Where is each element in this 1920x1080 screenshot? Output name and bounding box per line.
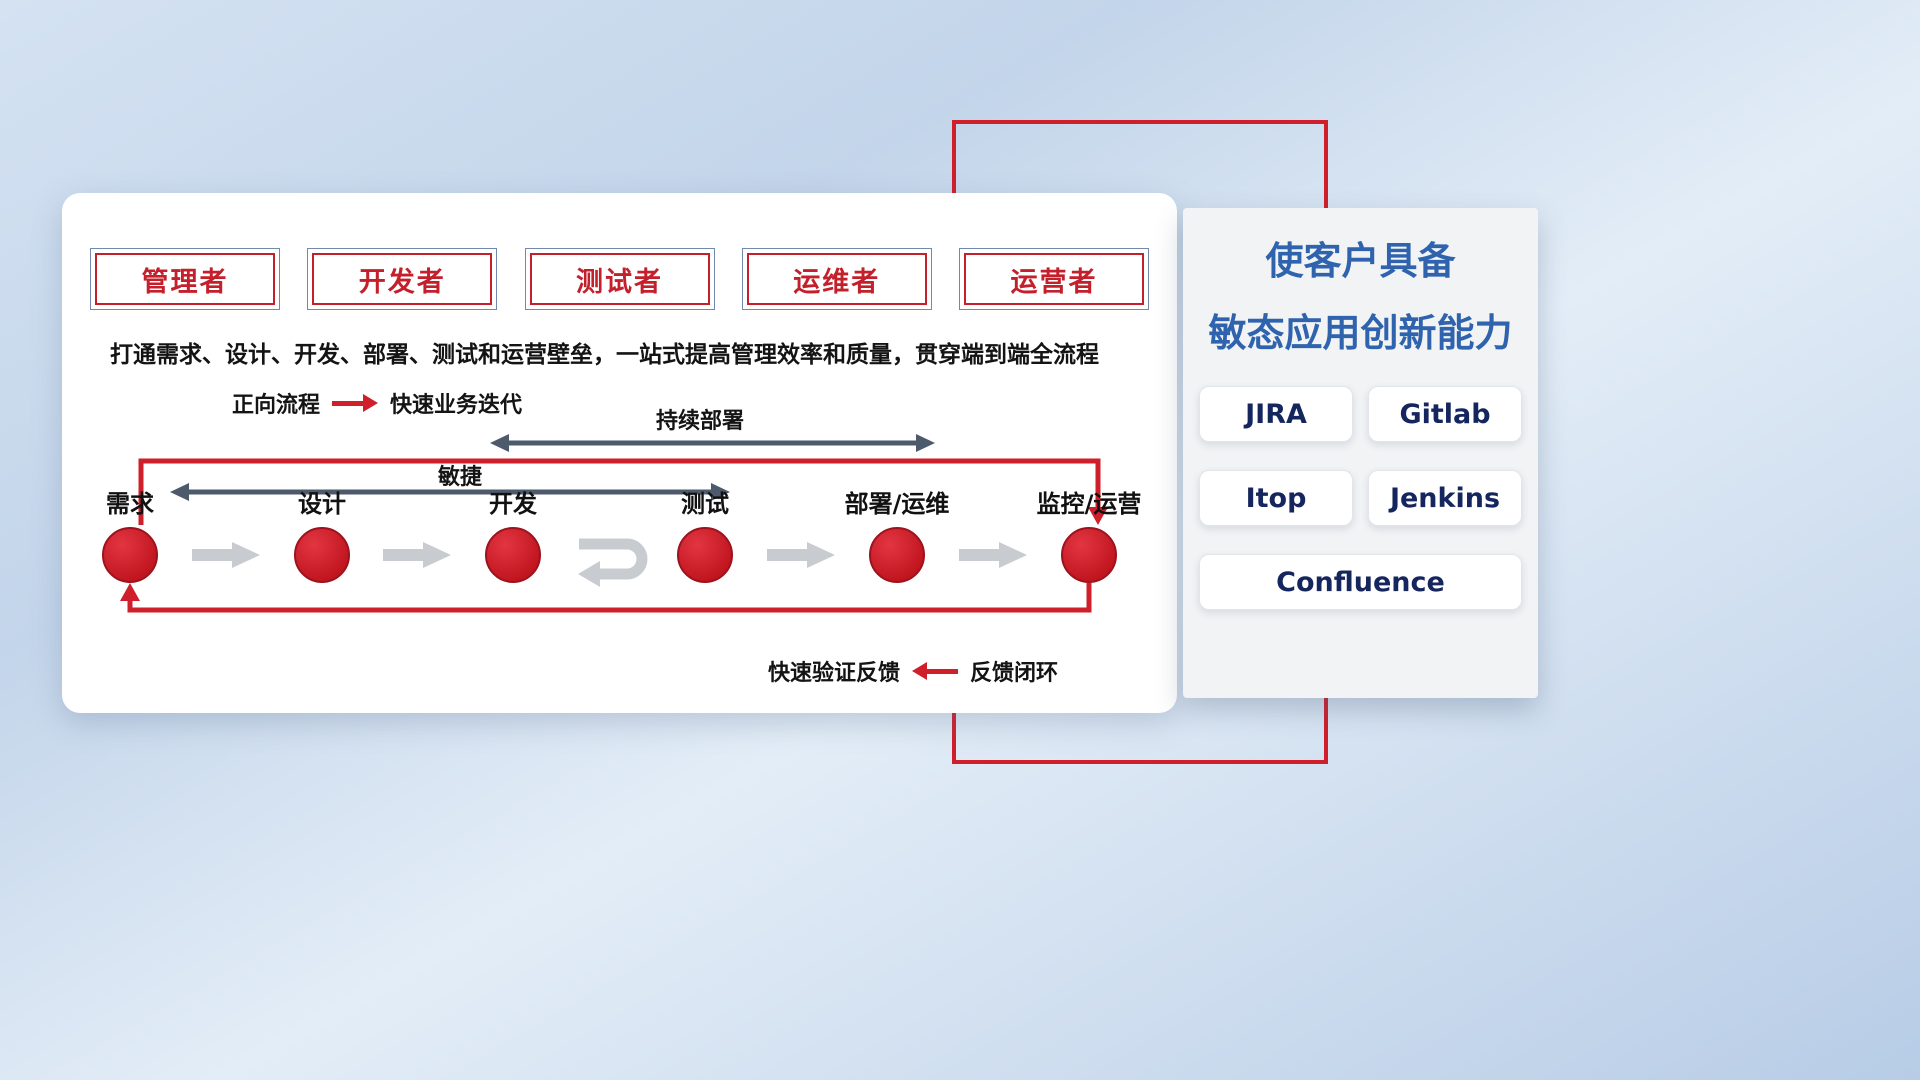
customer-capability-panel: 使客户具备 敏态应用创新能力 JIRA Gitlab Itop Jenkins … (1183, 208, 1538, 698)
stage-label: 测试 (681, 490, 729, 518)
tool-chip-jira: JIRA (1199, 386, 1353, 442)
stage-node-icon (1061, 527, 1117, 583)
card-description: 打通需求、设计、开发、部署、测试和运营壁垒，一站式提高管理效率和质量，贯穿端到端… (110, 342, 1099, 368)
flow-stage-requirements: 需求 (50, 487, 210, 583)
stage-label: 监控/运营 (1036, 490, 1142, 518)
stage-label: 部署/运维 (844, 490, 950, 518)
forward-flow-value: 快速业务迭代 (390, 393, 523, 418)
forward-flow-label: 正向流程 (232, 393, 321, 418)
tool-chip-jenkins: Jenkins (1368, 470, 1522, 526)
stage-node-icon (485, 527, 541, 583)
tool-chip-itop: Itop (1199, 470, 1353, 526)
tool-chip-gitlab: Gitlab (1368, 386, 1522, 442)
flow-stage-development: 开发 (433, 487, 593, 583)
role-label: 管理者 (95, 253, 275, 305)
tool-row: Itop Jenkins (1199, 470, 1522, 526)
continuous-deployment-label: 持续部署 (655, 409, 745, 434)
role-label: 开发者 (312, 253, 493, 305)
panel-title: 使客户具备 敏态应用创新能力 (1199, 242, 1522, 352)
stage-label: 设计 (298, 490, 346, 518)
flow-stage-testing: 测试 (625, 487, 785, 583)
role-box-operator: 运营者 (959, 248, 1149, 310)
role-box-tester: 测试者 (524, 248, 715, 310)
tool-chip-grid: JIRA Gitlab Itop Jenkins Confluence (1199, 386, 1522, 610)
panel-title-line2: 敏态应用创新能力 (1208, 311, 1513, 355)
forward-arrow-icon (332, 394, 379, 412)
flow-stage-design: 设计 (242, 487, 402, 583)
role-box-developer: 开发者 (307, 248, 498, 310)
tool-chip-confluence: Confluence (1199, 554, 1522, 610)
panel-title-line1: 使客户具备 (1265, 239, 1456, 283)
role-label: 运营者 (964, 253, 1144, 305)
cd-double-arrow-icon (490, 434, 935, 452)
role-label: 运维者 (746, 253, 927, 305)
stage-label: 需求 (106, 490, 154, 518)
stage-node-icon (102, 527, 158, 583)
devops-flow-card: 管理者 开发者 测试者 运维者 运营者 打通需求、设计、开发、部署、测试和运营壁… (62, 193, 1177, 713)
stage-node-icon (869, 527, 925, 583)
role-box-manager: 管理者 (90, 248, 280, 310)
role-box-ops: 运维者 (741, 248, 932, 310)
tool-row: JIRA Gitlab (1199, 386, 1522, 442)
stage-node-icon (677, 527, 733, 583)
forward-flow-legend: 正向流程 快速业务迭代 (232, 387, 522, 419)
feedback-value: 反馈闭环 (970, 661, 1059, 686)
flow-stage-monitor-operate: 监控/运营 (1009, 487, 1169, 583)
flow-stage-deploy-ops: 部署/运维 (817, 487, 977, 583)
stage-label: 开发 (489, 490, 537, 518)
role-box-row: 管理者 开发者 测试者 运维者 运营者 (90, 248, 1149, 310)
red-feedback-loop (120, 583, 1092, 613)
role-label: 测试者 (529, 253, 710, 305)
feedback-arrow-icon (912, 662, 959, 680)
feedback-label: 快速验证反馈 (768, 661, 901, 686)
tool-row: Confluence (1199, 554, 1522, 610)
feedback-legend: 快速验证反馈 反馈闭环 (768, 655, 1058, 687)
stage-node-icon (294, 527, 350, 583)
